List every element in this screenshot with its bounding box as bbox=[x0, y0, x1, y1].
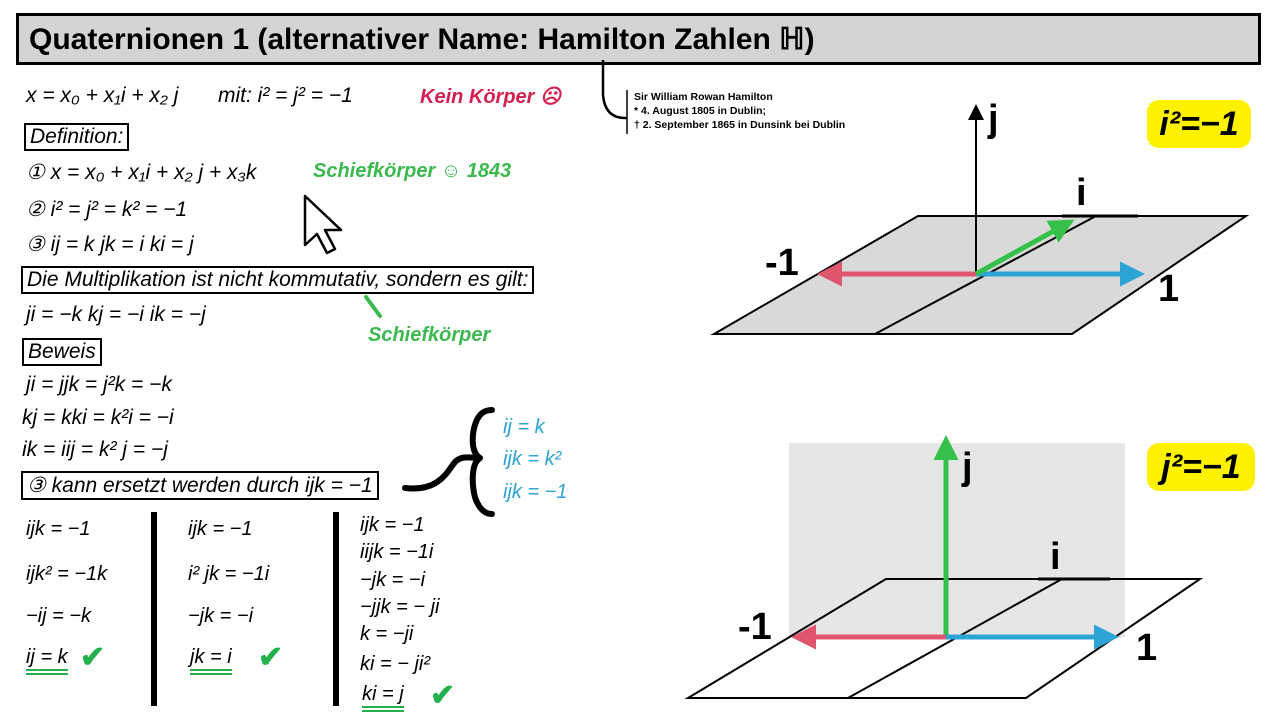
col2-line-3: −jk = −i bbox=[188, 605, 254, 627]
one-label-bottom: 1 bbox=[1136, 627, 1158, 669]
check-icon: ✔ bbox=[80, 641, 106, 674]
mit-formula: mit: i² = j² = −1 bbox=[218, 84, 353, 107]
schiefkoerper-1843-label: Schiefkörper ☺ 1843 bbox=[313, 160, 512, 182]
brace-item-1: ij = k bbox=[503, 416, 545, 438]
curly-brace-icon bbox=[402, 407, 495, 517]
definition-label: Definition: bbox=[24, 123, 130, 151]
col1-line-3: −ij = −k bbox=[26, 605, 92, 627]
col3-line-4: −jjk = − ji bbox=[360, 596, 440, 618]
hamilton-note-line-2: * 4. August 1805 in Dublin; bbox=[634, 105, 767, 117]
col2-line-2: i² jk = −1i bbox=[188, 563, 270, 585]
col1-line-2: ijk² = −1k bbox=[26, 563, 108, 585]
def-item-1: ① x = x₀ + x₁i + x₂ j + x₃k bbox=[26, 161, 257, 184]
title-bar: Quaternionen 1 (alternativer Name: Hamil… bbox=[16, 13, 1261, 65]
neg-one-label-bottom: -1 bbox=[738, 606, 772, 648]
hamilton-note: Sir William Rowan Hamilton * 4. August 1… bbox=[634, 90, 845, 132]
schiefkoerper-pointer-line bbox=[364, 295, 382, 318]
col3-line-1: ijk = −1 bbox=[360, 514, 425, 536]
beweis-line-1: ji = jjk = j²k = −k bbox=[26, 373, 172, 396]
check-icon: ✔ bbox=[258, 641, 284, 674]
col2-result: jk = i bbox=[190, 646, 232, 675]
badge-j-squared: j²=−1 bbox=[1147, 443, 1255, 491]
kommutativ-statement: Die Multiplikation ist nicht kommutativ,… bbox=[21, 266, 535, 294]
col1-line-1: ijk = −1 bbox=[26, 518, 91, 540]
col3-line-5: k = −ji bbox=[360, 623, 414, 645]
col3-result: ki = j bbox=[362, 683, 404, 712]
brace-item-2: ijk = k² bbox=[503, 448, 562, 470]
noncommutative-relations: ji = −k kj = −i ik = −j bbox=[26, 303, 206, 326]
page-title: Quaternionen 1 (alternativer Name: Hamil… bbox=[29, 23, 815, 56]
beweis-label: Beweis bbox=[22, 338, 102, 366]
schiefkoerper-label: Schiefkörper bbox=[368, 324, 491, 346]
check-icon: ✔ bbox=[430, 679, 456, 712]
note-bracket-line bbox=[601, 60, 627, 120]
col3-line-6: ki = − ji² bbox=[360, 653, 431, 675]
brace-item-3: ijk = −1 bbox=[503, 481, 568, 503]
col2-line-1: ijk = −1 bbox=[188, 518, 253, 540]
badge-i-squared: i²=−1 bbox=[1147, 100, 1251, 148]
def-item-2: ② i² = j² = k² = −1 bbox=[26, 198, 188, 221]
hamilton-note-line-3: † 2. September 1865 in Dunsink bei Dubli… bbox=[634, 119, 846, 131]
mouse-cursor-icon bbox=[303, 194, 343, 255]
j-label-bottom: j bbox=[962, 446, 973, 488]
beweis-line-3: ik = iij = k² j = −j bbox=[22, 438, 168, 461]
kein-koerper-label: Kein Körper ☹ bbox=[420, 86, 561, 108]
beweis-line-2: kj = kki = k²i = −i bbox=[22, 406, 174, 429]
i-label-bottom: i bbox=[1050, 536, 1061, 578]
col3-line-2: iijk = −1i bbox=[360, 541, 434, 563]
i-label-top: i bbox=[1076, 172, 1087, 214]
one-label-top: 1 bbox=[1158, 268, 1180, 310]
ersetzt-statement: ③ kann ersetzt werden durch ijk = −1 bbox=[21, 471, 379, 500]
i-arrow-top bbox=[974, 219, 1075, 277]
def-item-3: ③ ij = k jk = i ki = j bbox=[26, 233, 194, 256]
col1-result: ij = k bbox=[26, 646, 68, 675]
neg-one-label-top: -1 bbox=[765, 242, 799, 284]
j-label-top: j bbox=[988, 98, 999, 140]
col3-line-3: −jk = −i bbox=[360, 569, 426, 591]
quaternion-base-formula: x = x₀ + x₁i + x₂ j bbox=[26, 84, 179, 107]
hamilton-note-line-1: Sir William Rowan Hamilton bbox=[634, 91, 773, 103]
